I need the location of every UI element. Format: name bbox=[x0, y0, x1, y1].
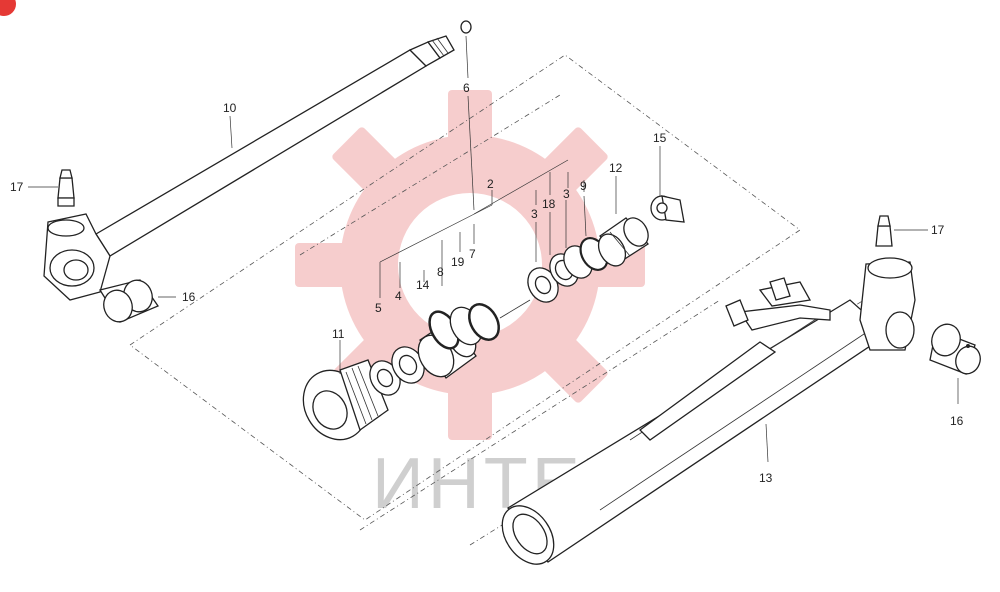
callout-3-a: 3 bbox=[531, 207, 538, 221]
seal-7 bbox=[468, 303, 500, 341]
callout-19: 19 bbox=[451, 255, 465, 269]
callout-2: 2 bbox=[487, 177, 494, 191]
callout-8: 8 bbox=[437, 265, 444, 279]
cylinder-tube bbox=[501, 257, 916, 565]
grease-nipple-right bbox=[875, 215, 893, 247]
callout-16-right: 16 bbox=[950, 414, 964, 428]
bushing-right bbox=[929, 323, 981, 375]
bushing-left bbox=[98, 279, 159, 323]
callout-9: 9 bbox=[580, 179, 587, 193]
callout-3-b: 3 bbox=[563, 187, 570, 201]
nut-15 bbox=[650, 195, 685, 223]
grease-nipple-left bbox=[57, 169, 75, 207]
callout-18: 18 bbox=[542, 197, 556, 211]
callout-11: 11 bbox=[332, 327, 345, 341]
callout-10: 10 bbox=[223, 101, 237, 115]
callout-15: 15 bbox=[653, 131, 667, 145]
callout-17-left: 17 bbox=[10, 180, 24, 194]
callout-12: 12 bbox=[609, 161, 623, 175]
callout-5: 5 bbox=[375, 301, 382, 315]
guide-12 bbox=[597, 217, 649, 267]
callout-14: 14 bbox=[416, 278, 430, 292]
callout-labels: 6 10 17 16 2 18 3 3 9 12 15 17 5 4 14 8 … bbox=[10, 81, 964, 485]
gland-nut bbox=[302, 359, 389, 441]
ring-4 bbox=[391, 346, 425, 384]
callout-13: 13 bbox=[759, 471, 773, 485]
shaft-centerline bbox=[499, 299, 531, 319]
callout-7: 7 bbox=[469, 247, 476, 261]
callout-16-left: 16 bbox=[182, 290, 196, 304]
callout-6: 6 bbox=[463, 81, 470, 95]
callout-17-right: 17 bbox=[931, 223, 945, 237]
corner-badge bbox=[0, 0, 16, 16]
leader-lines bbox=[28, 35, 959, 463]
piston-rod bbox=[43, 20, 472, 301]
callout-4: 4 bbox=[395, 289, 402, 303]
